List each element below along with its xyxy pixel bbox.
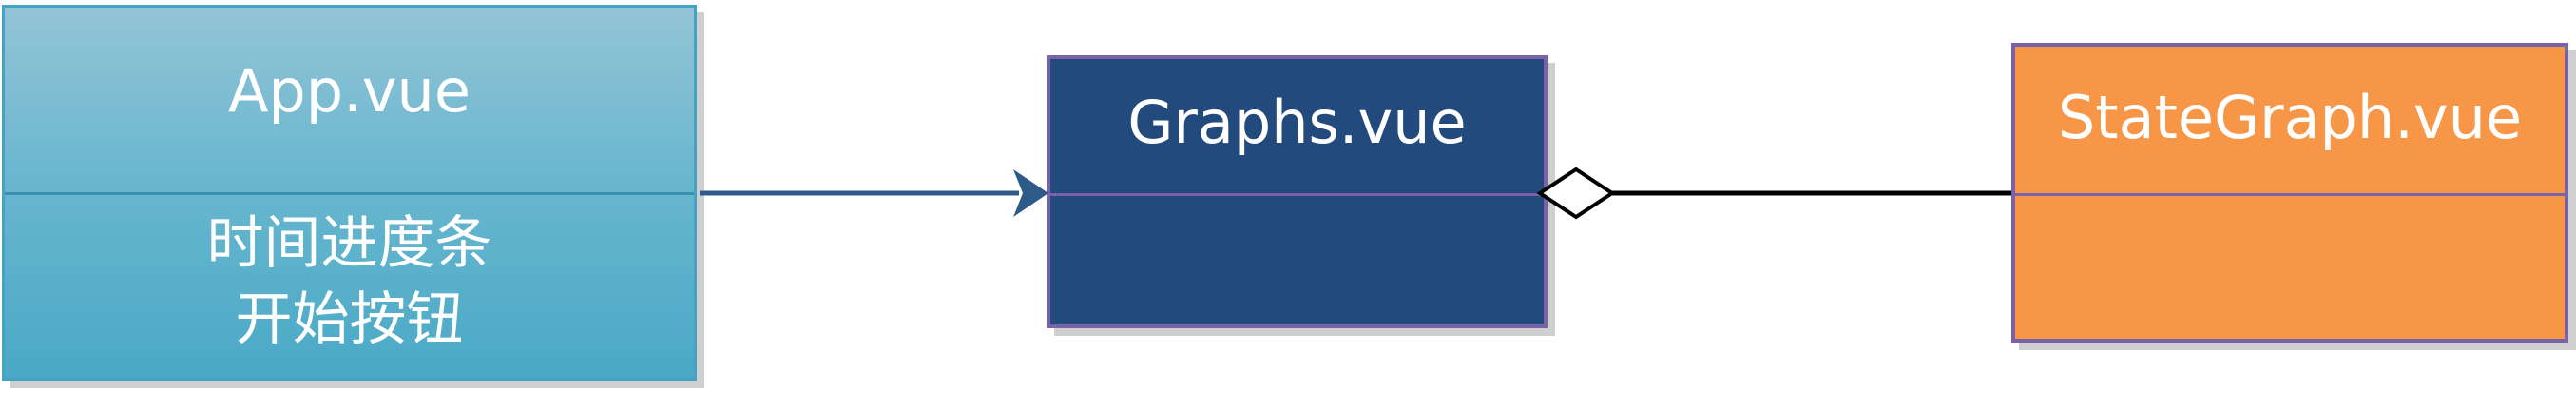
graphs-vue-class-box[interactable]: Graphs.vue bbox=[1047, 55, 1548, 328]
app-vue-body-line-start-button: 开始按钮 bbox=[235, 286, 464, 353]
stategraph-vue-class-box[interactable]: StateGraph.vue bbox=[2011, 43, 2568, 343]
app-vue-body-line-progress: 时间进度条 bbox=[206, 210, 492, 277]
graphs-vue-class-name: Graphs.vue bbox=[1050, 59, 1544, 196]
app-vue-class-name: App.vue bbox=[5, 8, 694, 195]
association-arrowhead-icon bbox=[1013, 169, 1048, 217]
stategraph-vue-class-name: StateGraph.vue bbox=[2015, 47, 2565, 196]
aggregation-diamond-icon bbox=[1536, 167, 1616, 220]
app-vue-class-box[interactable]: App.vue 时间进度条 开始按钮 bbox=[2, 5, 697, 381]
app-vue-class-body: 时间进度条 开始按钮 bbox=[5, 195, 694, 378]
